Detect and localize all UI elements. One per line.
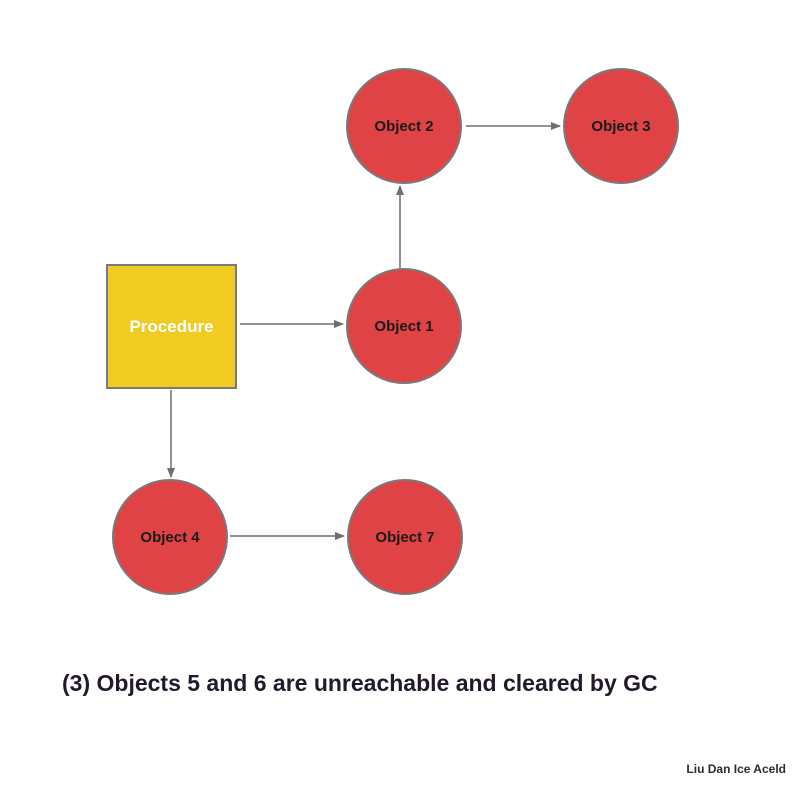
author-credit: Liu Dan Ice Aceld (686, 762, 786, 776)
procedure-label: Procedure (129, 316, 214, 336)
object-1-label: Object 1 (374, 317, 434, 335)
object-3-label: Object 3 (591, 117, 651, 135)
procedure-node: Procedure (106, 264, 237, 389)
diagram-caption: (3) Objects 5 and 6 are unreachable and … (62, 670, 658, 696)
object-7-label: Object 7 (375, 528, 435, 546)
object-2-node: Object 2 (346, 68, 462, 184)
object-3-node: Object 3 (563, 68, 679, 184)
object-4-node: Object 4 (112, 479, 228, 595)
object-4-label: Object 4 (140, 528, 200, 546)
object-7-node: Object 7 (347, 479, 463, 595)
object-1-node: Object 1 (346, 268, 462, 384)
object-2-label: Object 2 (374, 117, 434, 135)
